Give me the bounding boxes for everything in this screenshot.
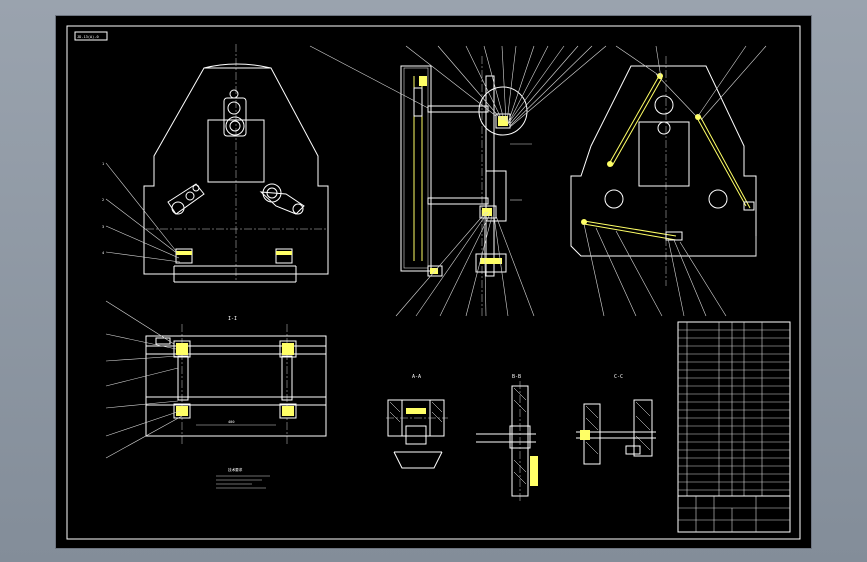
rear-view	[570, 45, 767, 317]
section-label-c: C-C	[614, 374, 623, 380]
title-block	[677, 495, 791, 533]
title-code: JD-13(A)-0	[77, 35, 99, 39]
notes-heading: 技术要求	[228, 467, 243, 472]
svg-text:2: 2	[102, 198, 104, 202]
detail-b-b: B-B	[476, 374, 538, 501]
title-code-box: JD-13(A)-0	[74, 31, 108, 41]
svg-text:400: 400	[228, 420, 235, 424]
section-label-i: I-I	[228, 316, 237, 322]
svg-text:1: 1	[102, 162, 104, 166]
side-view	[309, 45, 607, 317]
drawing-svg: JD-13(A)-0	[66, 25, 801, 540]
detail-a-a: A-A	[386, 374, 448, 469]
drawing-border	[66, 25, 801, 540]
detail-c-c: C-C	[576, 374, 656, 465]
drawing-canvas[interactable]: JD-13(A)-0	[55, 15, 812, 549]
svg-text:3: 3	[102, 225, 104, 229]
technical-notes: 技术要求	[216, 467, 270, 489]
section-label-b: B-B	[512, 374, 521, 380]
section-label-a: A-A	[412, 374, 421, 380]
svg-text:4: 4	[102, 251, 104, 255]
section-i-i: I-I	[105, 300, 327, 459]
parts-list-table	[677, 321, 791, 497]
front-view: 1 2 3 4	[102, 44, 329, 283]
